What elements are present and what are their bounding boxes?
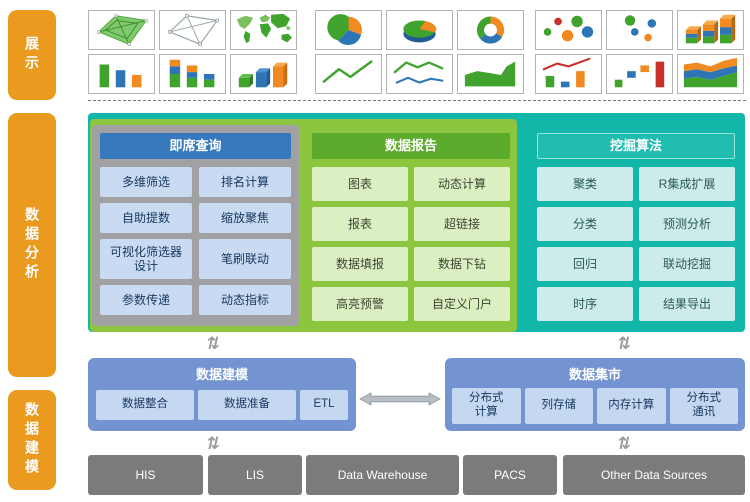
feature-charts: 图表 xyxy=(312,167,408,201)
area-chart-icon xyxy=(457,54,524,94)
feature-result-export: 结果导出 xyxy=(639,287,735,321)
feature-distributed-computing: 分布式 计算 xyxy=(452,388,521,424)
mining-algorithms-column: 挖掘算法 聚类 R集成扩展 分类 预测分析 回归 联动挖掘 时序 结果导出 xyxy=(537,133,735,321)
feature-data-integration: 数据整合 xyxy=(96,390,194,420)
data-mart-title: 数据集市 xyxy=(568,367,621,382)
data-report-title: 数据报告 xyxy=(312,133,510,159)
feature-predictive-analysis: 预测分析 xyxy=(639,207,735,241)
world-map-icon xyxy=(230,10,297,50)
3d-pie-chart-icon xyxy=(386,10,453,50)
feature-brush-linkage: 笔刷联动 xyxy=(199,239,291,279)
updown-arrow-icon: ⇅ xyxy=(615,334,634,353)
data-report-feature-grid: 图表 动态计算 报表 超链接 数据填报 数据下钻 高亮预警 自定义门户 xyxy=(312,167,510,321)
feature-ranking-calc: 排名计算 xyxy=(199,167,291,197)
feature-multidim-filter: 多维筛选 xyxy=(100,167,192,197)
adhoc-query-feature-grid: 多维筛选 排名计算 自助提数 缩放聚焦 可视化筛选器 设计 笔刷联动 参数传递 … xyxy=(100,167,291,315)
source-lis: LIS xyxy=(208,455,302,495)
updown-arrow-icon: ⇅ xyxy=(204,334,223,353)
feature-linkage-mining: 联动挖掘 xyxy=(639,247,735,281)
feature-dynamic-indicator: 动态指标 xyxy=(199,285,291,315)
multi-line-chart-icon xyxy=(386,54,453,94)
bar-chart-icon xyxy=(88,54,155,94)
adhoc-query-column: 即席查询 多维筛选 排名计算 自助提数 缩放聚焦 可视化筛选器 设计 笔刷联动 … xyxy=(100,133,291,315)
updown-arrow-icon: ⇅ xyxy=(204,434,223,453)
line-chart-icon xyxy=(315,54,382,94)
feature-visual-filter-design: 可视化筛选器 设计 xyxy=(100,239,192,279)
feature-etl: ETL xyxy=(300,390,348,420)
section-label-text: 数据建模 xyxy=(24,402,40,478)
scatter-chart-icon xyxy=(606,10,673,50)
feature-clustering: 聚类 xyxy=(537,167,633,201)
3d-stacked-bar-chart-icon xyxy=(677,10,744,50)
stacked-area-chart-icon xyxy=(677,54,744,94)
feature-parameter-passing: 参数传递 xyxy=(100,285,192,315)
section-label-data-analysis: 数据分析 xyxy=(8,113,56,377)
data-modeling-title: 数据建模 xyxy=(195,367,248,382)
source-data-warehouse: Data Warehouse xyxy=(306,455,459,495)
feature-reports: 报表 xyxy=(312,207,408,241)
feature-data-entry: 数据填报 xyxy=(312,247,408,281)
section-label-display: 展示 xyxy=(8,10,56,100)
bar-line-combo-chart-icon xyxy=(535,54,602,94)
mining-algorithms-title: 挖掘算法 xyxy=(537,133,735,159)
feature-column-storage: 列存储 xyxy=(524,388,593,424)
bubble-chart-icon xyxy=(535,10,602,50)
feature-self-service-extract: 自助提数 xyxy=(100,203,192,233)
chart-gallery-group-1 xyxy=(88,10,297,94)
data-mart-items: 分布式 计算 列存储 内存计算 分布式 通讯 xyxy=(452,388,738,424)
source-other: Other Data Sources xyxy=(563,455,745,495)
feature-custom-portal: 自定义门户 xyxy=(414,287,510,321)
floating-bar-chart-icon xyxy=(606,54,673,94)
feature-zoom-focus: 缩放聚焦 xyxy=(199,203,291,233)
data-modeling-items: 数据整合 数据准备 ETL xyxy=(96,390,348,420)
donut-chart-icon xyxy=(457,10,524,50)
feature-time-series: 时序 xyxy=(537,287,633,321)
data-report-column: 数据报告 图表 动态计算 报表 超链接 数据填报 数据下钻 高亮预警 自定义门户 xyxy=(312,133,510,321)
feature-distributed-communication: 分布式 通讯 xyxy=(669,388,738,424)
stacked-bar-chart-icon xyxy=(159,54,226,94)
filled-radar-chart-icon xyxy=(88,10,155,50)
feature-dynamic-calc: 动态计算 xyxy=(414,167,510,201)
section-label-text: 展示 xyxy=(24,36,40,74)
feature-classification: 分类 xyxy=(537,207,633,241)
mining-feature-grid: 聚类 R集成扩展 分类 预测分析 回归 联动挖掘 时序 结果导出 xyxy=(537,167,735,321)
feature-regression: 回归 xyxy=(537,247,633,281)
adhoc-query-title: 即席查询 xyxy=(100,133,291,159)
feature-r-integration: R集成扩展 xyxy=(639,167,735,201)
3d-bar-chart-icon xyxy=(230,54,297,94)
feature-data-preparation: 数据准备 xyxy=(198,390,296,420)
chart-gallery-group-3 xyxy=(535,10,744,94)
updown-arrow-icon: ⇅ xyxy=(615,434,634,453)
section-divider xyxy=(88,100,746,101)
chart-gallery-group-2 xyxy=(315,10,524,94)
section-label-text: 数据分析 xyxy=(24,207,40,283)
wireframe-radar-chart-icon xyxy=(159,10,226,50)
source-his: HIS xyxy=(88,455,203,495)
section-label-data-modeling: 数据建模 xyxy=(8,390,56,490)
source-pacs: PACS xyxy=(463,455,557,495)
feature-hyperlink: 超链接 xyxy=(414,207,510,241)
feature-data-drilldown: 数据下钻 xyxy=(414,247,510,281)
feature-highlight-alert: 高亮预警 xyxy=(312,287,408,321)
left-right-arrow-icon xyxy=(359,392,441,406)
pie-chart-icon xyxy=(315,10,382,50)
feature-inmemory-computing: 内存计算 xyxy=(597,388,666,424)
